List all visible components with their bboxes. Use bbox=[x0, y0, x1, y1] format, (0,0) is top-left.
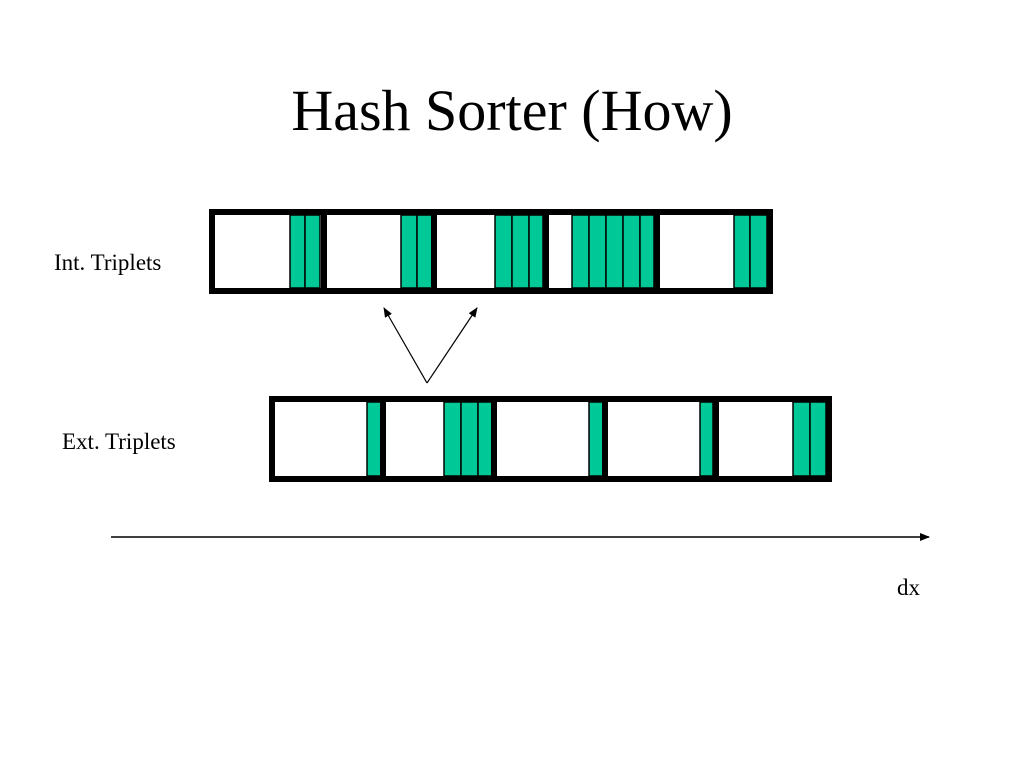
ext-triplets-label: Ext. Triplets bbox=[62, 429, 176, 454]
int-triplet-block bbox=[733, 214, 751, 289]
int-triplet-block bbox=[494, 214, 513, 289]
int-triplet-block bbox=[289, 214, 306, 289]
mapping-arrows bbox=[383, 307, 478, 384]
dx-axis-label: dx bbox=[897, 575, 920, 600]
ext-triplet-blocks bbox=[366, 401, 827, 477]
int-triplet-block bbox=[622, 214, 641, 289]
ext-triplet-block bbox=[366, 401, 382, 477]
int-triplet-block bbox=[304, 214, 321, 289]
ext-triplet-block bbox=[792, 401, 811, 477]
ext-bin-dividers bbox=[380, 399, 719, 479]
ext-bar-frame bbox=[269, 396, 832, 482]
ext-triplet-block bbox=[477, 401, 493, 477]
ext-triplet-block bbox=[460, 401, 479, 477]
ext-triplet-block bbox=[699, 401, 714, 477]
int-triplets-bar bbox=[209, 209, 773, 294]
ext-triplets-bar bbox=[269, 396, 832, 482]
int-triplet-block bbox=[749, 214, 768, 289]
int-triplet-block bbox=[416, 214, 433, 289]
int-triplet-block bbox=[400, 214, 418, 289]
slide-title: Hash Sorter (How) bbox=[291, 78, 733, 143]
int-triplet-blocks bbox=[289, 214, 768, 289]
ext-triplet-block bbox=[809, 401, 827, 477]
mapping-arrow-right bbox=[426, 307, 478, 384]
int-triplet-block bbox=[511, 214, 530, 289]
ext-triplet-block bbox=[443, 401, 462, 477]
int-triplet-block bbox=[588, 214, 607, 289]
int-triplets-label: Int. Triplets bbox=[54, 250, 162, 275]
mapping-arrow-left bbox=[383, 307, 428, 384]
int-triplet-block bbox=[639, 214, 655, 289]
int-triplet-block bbox=[605, 214, 624, 289]
int-triplet-block bbox=[528, 214, 544, 289]
int-bin-dividers bbox=[321, 212, 660, 291]
int-triplet-block bbox=[571, 214, 590, 289]
